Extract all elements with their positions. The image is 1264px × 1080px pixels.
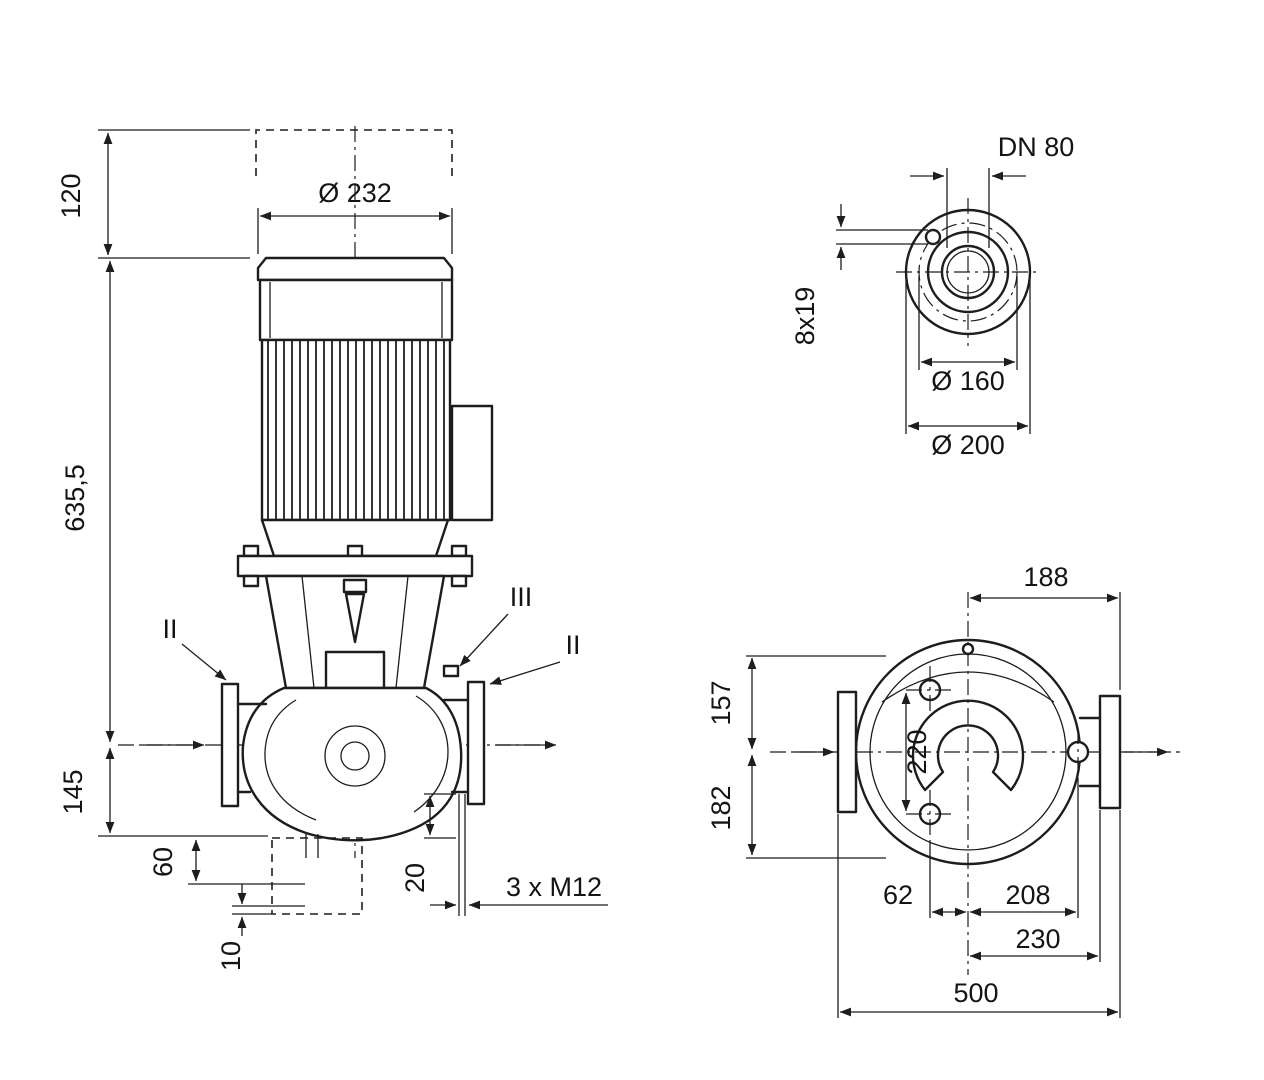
dim-220: 220 [901, 692, 932, 812]
terminal-box [450, 404, 494, 522]
dim-145: 145 [58, 747, 268, 837]
coupling [342, 578, 368, 594]
dim-230-label: 230 [1015, 924, 1060, 954]
dim-20: 20 [400, 793, 456, 893]
dim-dn80-label: DN 80 [998, 132, 1075, 162]
dim-20-label: 20 [400, 863, 430, 893]
plan-discharge-flange [1098, 694, 1122, 810]
motor-flange-plate [236, 554, 474, 578]
dim-10: 10 [216, 884, 305, 971]
section-II-right-label: II [565, 630, 580, 660]
dim-230: 230 [969, 810, 1101, 962]
lug-hole [961, 642, 975, 656]
motor [256, 256, 494, 558]
dim-60-label: 60 [148, 847, 178, 877]
dim-232: Ø 232 [257, 178, 453, 254]
volute-outline [241, 686, 463, 842]
motor-top-cap [256, 256, 454, 282]
dim-160-label: Ø 160 [931, 366, 1005, 396]
foundation-block [271, 837, 363, 915]
foot-bolt-holes [906, 666, 1090, 838]
dim-200: Ø 200 [905, 280, 1031, 460]
flange-bolt [346, 544, 364, 558]
dim-188: 188 [969, 562, 1121, 690]
dim-62: 62 [883, 840, 967, 918]
bore-circle [940, 244, 996, 300]
dim-10-label: 10 [216, 941, 246, 971]
flange-bolt [242, 544, 260, 558]
dim-157-label: 157 [706, 680, 736, 725]
flange-view: DN 80 8x19 Ø 160 Ø 200 [790, 132, 1074, 460]
flange-nut [450, 574, 468, 588]
seal-housing [324, 650, 386, 690]
dim-8x19: 8x19 [790, 204, 928, 345]
dim-182-label: 182 [706, 785, 736, 830]
dim-62-label: 62 [883, 880, 913, 910]
dim-160: Ø 160 [918, 276, 1018, 396]
dim-635-5-label: 635,5 [60, 464, 90, 532]
bolt-hole [924, 228, 942, 246]
dim-3xM12: 3 x M12 [430, 872, 608, 910]
section-III-label: III [510, 582, 533, 612]
flange-nut [242, 574, 260, 588]
bolt-circle [918, 222, 1018, 322]
dim-dn80: DN 80 [910, 132, 1074, 248]
dim-635-5: 635,5 [60, 260, 115, 743]
fan-cowl [258, 278, 454, 342]
dim-145-label: 145 [58, 769, 88, 814]
front-view: 120 Ø 232 635,5 145 60 [56, 126, 608, 971]
section-labels: II III II [162, 582, 581, 685]
section-II-left-label: II [162, 614, 177, 644]
dim-232-label: Ø 232 [318, 178, 392, 208]
dim-208: 208 [969, 778, 1079, 918]
suction-flange [220, 682, 240, 808]
discharge-flange [466, 680, 486, 806]
dim-157-182: 157 182 [706, 655, 886, 859]
plan-view: 188 157 182 220 62 208 [706, 562, 1180, 1018]
dim-500: 500 [837, 810, 1121, 1018]
pump-volute [220, 680, 486, 916]
plan-suction-flange [836, 690, 858, 814]
dim-8x19-label: 8x19 [790, 287, 820, 346]
dim-220-label: 220 [902, 729, 932, 774]
pump-lantern [236, 544, 474, 690]
dim-200-label: Ø 200 [931, 430, 1005, 460]
motor-clearance-outline [255, 129, 453, 176]
shaft-tip [344, 592, 366, 644]
raised-face-circle [926, 230, 1010, 314]
vent-plug [442, 664, 460, 678]
motor-cooling-fins [260, 338, 452, 522]
dim-120-label: 120 [56, 173, 86, 218]
volute-channel [911, 699, 1025, 792]
flange-bolt [450, 544, 468, 558]
thread-label: 3 x M12 [506, 872, 602, 902]
impeller-eye [324, 725, 386, 787]
dim-60: 60 [148, 839, 305, 885]
dim-188-label: 188 [1023, 562, 1068, 592]
dim-208-label: 208 [1005, 880, 1050, 910]
dim-500-label: 500 [953, 978, 998, 1008]
dim-120: 120 [56, 129, 250, 259]
flange-outer-circle [904, 208, 1032, 336]
